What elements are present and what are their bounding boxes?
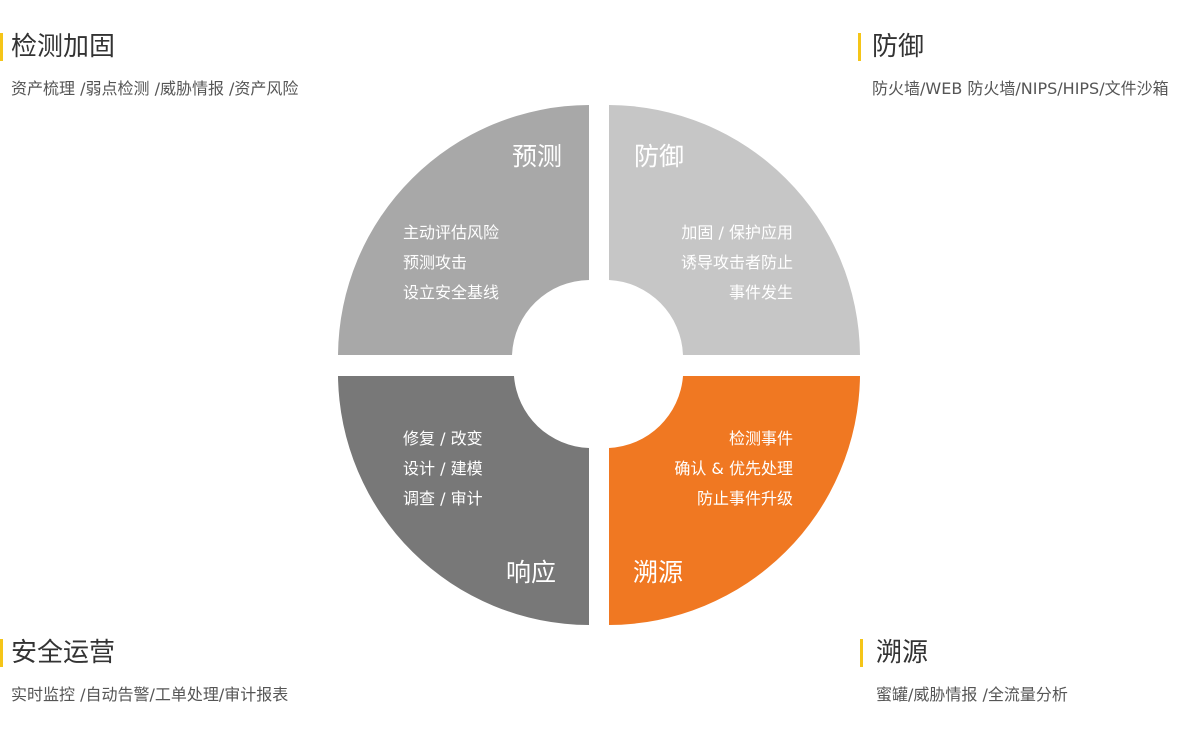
corner-description: 防火墙/WEB 防火墙/NIPS/HIPS/文件沙箱 — [872, 79, 1169, 98]
quadrant-line: 检测事件 — [729, 429, 793, 448]
corner-title: 防御 — [872, 32, 925, 62]
quadrant-line: 防止事件升级 — [697, 489, 793, 508]
quadrant-line: 事件发生 — [729, 283, 793, 302]
corner-description: 资产梳理 /弱点检测 /威胁情报 /资产风险 — [11, 79, 299, 98]
corner-title: 安全运营 — [11, 638, 116, 668]
quadrant-line: 确认 & 优先处理 — [674, 459, 793, 478]
quadrant-respond — [338, 376, 589, 625]
quadrant-trace — [609, 376, 860, 625]
quadrant-line: 加固 / 保护应用 — [681, 223, 793, 242]
quadrant-line: 预测攻击 — [403, 253, 467, 272]
quadrant-line: 调查 / 审计 — [403, 489, 483, 508]
quadrant-predict — [338, 105, 589, 355]
accent-bar — [860, 639, 863, 667]
corner-description: 实时监控 /自动告警/工单处理/审计报表 — [11, 685, 289, 704]
accent-bar — [0, 33, 3, 61]
quadrant-line: 主动评估风险 — [403, 223, 499, 242]
corner-description: 蜜罐/威胁情报 /全流量分析 — [876, 685, 1068, 704]
quadrant-line: 设计 / 建模 — [403, 459, 483, 478]
quadrant-title-respond: 响应 — [506, 558, 556, 587]
quadrant-line: 设立安全基线 — [403, 283, 499, 302]
quadrant-title-trace: 溯源 — [633, 558, 683, 587]
quadrant-line: 修复 / 改变 — [403, 429, 483, 448]
corner-title: 溯源 — [876, 638, 929, 668]
accent-bar — [858, 33, 861, 61]
quadrant-line: 诱导攻击者防止 — [681, 253, 793, 272]
quadrant-title-defend: 防御 — [634, 142, 684, 171]
accent-bar — [0, 639, 3, 667]
quadrant-defend — [609, 105, 860, 355]
corner-title: 检测加固 — [11, 32, 116, 62]
quadrant-title-predict: 预测 — [512, 142, 562, 171]
